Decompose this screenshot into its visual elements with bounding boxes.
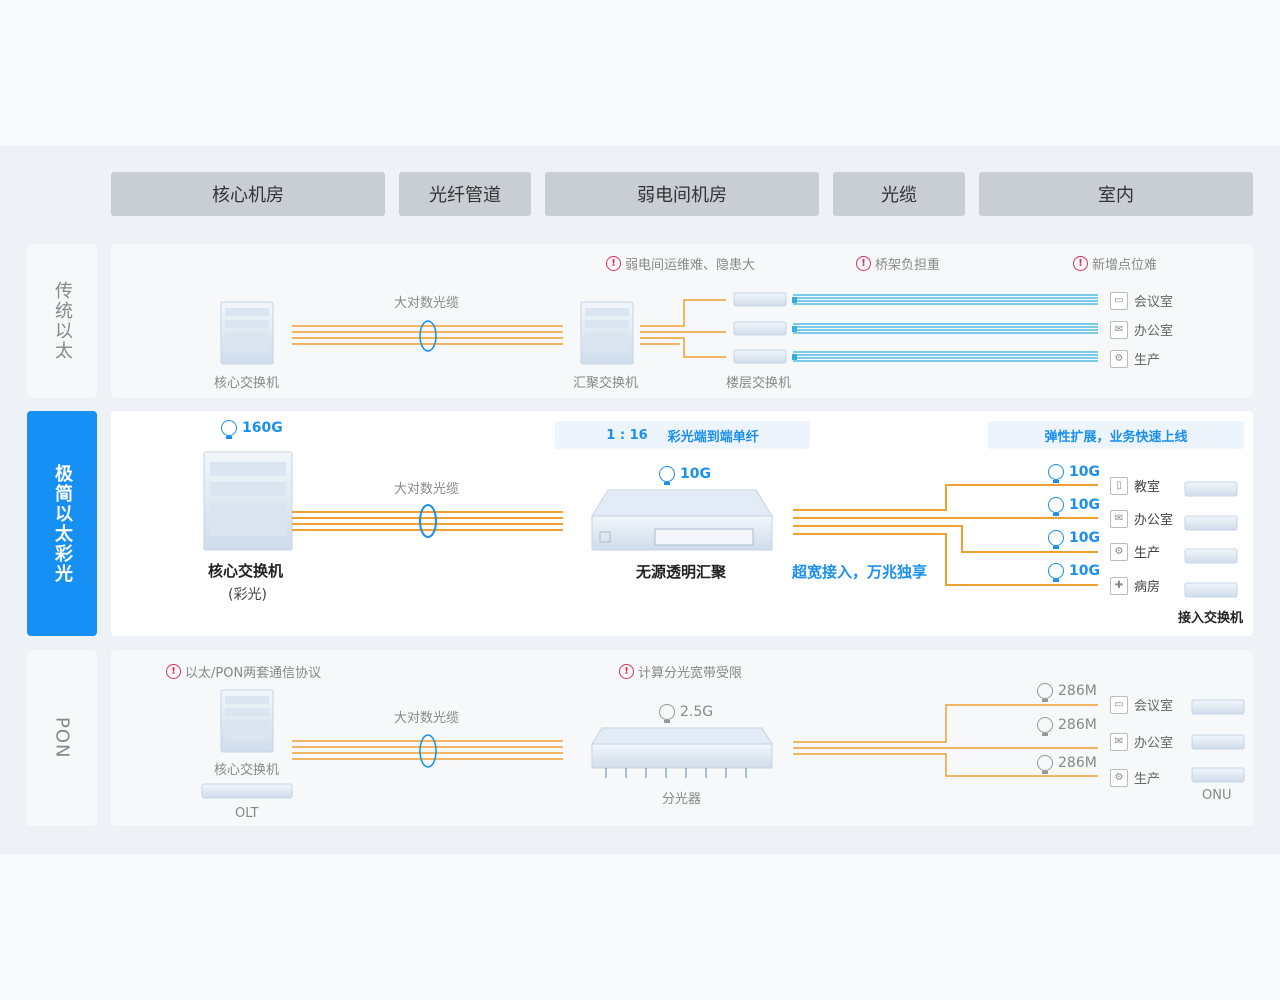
core-label-traditional: 核心交换机 [214,376,280,391]
agg-speed-badge: 10G [659,466,711,485]
fiber-bundle-simple [292,511,563,531]
office-icon: ✉ [1110,509,1128,528]
core-speed-badge: 160G [221,420,283,439]
office-icon: ✉ [1110,732,1128,751]
room-production-traditional: ⚙ 生产 [1110,349,1160,368]
header-weak-room: 弱电间机房 [545,172,819,216]
olt-device [201,783,293,799]
room-meeting-pon: ▭ 会议室 [1110,695,1173,714]
cable-ring-simple [419,504,437,538]
panel-traditional [111,244,1253,398]
port-speed-2: 10G [1048,497,1100,516]
row-label-traditional: 传统以太 [27,244,97,398]
warning-icon: ! [606,256,621,271]
fiber-fanout-pon [793,704,1098,777]
header-cable: 光缆 [833,172,965,216]
agg-switch-traditional [580,301,634,365]
room-office-traditional: ✉ 办公室 [1110,320,1173,339]
bandwidth-icon [1037,755,1053,774]
ratio-pill: 1 : 16 彩光端到端单纤 [555,421,810,449]
warning-icon: ! [166,664,181,679]
port-speed-1: 10G [1048,464,1100,483]
cable-ring-traditional [419,320,437,352]
fiber-bundle-pon [292,740,563,760]
access-switch-label: 接入交换机 [1178,611,1244,626]
meeting-room-icon: ▭ [1110,291,1128,310]
warning-icon: ! [856,256,871,271]
onu-label: ONU [1202,788,1232,803]
cable-label-pon: 大对数光缆 [394,711,460,726]
room-production-simple: ⚙ 生产 [1110,542,1160,561]
passive-aggregator [591,489,773,551]
room-office-simple: ✉ 办公室 [1110,509,1173,528]
expand-pill: 弹性扩展，业务快速上线 [988,421,1244,449]
row-label-simple: 极简以太彩光 [27,411,97,636]
header-core-room: 核心机房 [111,172,385,216]
core-label-colorlight: 核心交换机 [208,562,284,580]
splitter-device [591,727,773,778]
agg-label-traditional: 汇聚交换机 [573,376,639,391]
agg-fanout-traditional [640,299,726,358]
splitter-label: 分光器 [662,792,702,807]
onu-devices [1191,699,1245,783]
bandwidth-icon [659,704,675,723]
cable-label-simple: 大对数光缆 [394,482,460,497]
warning-weak-room: ! 弱电间运维难、隐患大 [606,254,755,273]
bandwidth-icon [221,420,237,439]
room-office-pon: ✉ 办公室 [1110,732,1173,751]
warning-bandwidth: ! 计算分光宽带受限 [619,662,742,681]
fiber-fanout-simple [793,484,1098,586]
bandwidth-icon [1048,563,1064,582]
floor-switch-label: 楼层交换机 [726,376,792,391]
core-switch-traditional [220,301,274,365]
bandwidth-icon [1037,683,1053,702]
pon-speed-2: 286M [1037,717,1097,736]
header-fiber-pipe: 光纤管道 [399,172,531,216]
warning-icon: ! [619,664,634,679]
warning-icon: ! [1073,256,1088,271]
port-speed-3: 10G [1048,530,1100,549]
header-indoor: 室内 [979,172,1253,216]
room-meeting-traditional: ▭ 会议室 [1110,291,1173,310]
row-label-pon: PON [27,650,97,826]
warning-new-point: ! 新增点位难 [1073,254,1157,273]
core-switch-colorlight [203,451,293,551]
gear-icon: ⚙ [1110,542,1128,561]
pon-speed-3: 286M [1037,755,1097,774]
hospital-icon: ✚ [1110,576,1128,595]
core-switch-pon [220,689,274,753]
bandwidth-icon [659,466,675,485]
fiber-bundle-traditional [292,325,563,345]
gear-icon: ⚙ [1110,768,1128,787]
access-switches-simple [1184,481,1238,598]
gear-icon: ⚙ [1110,349,1128,368]
port-speed-4: 10G [1048,563,1100,582]
core-label-pon: 核心交换机 [214,763,280,778]
room-classroom: ▯ 教室 [1110,476,1160,495]
slogan-text: 超宽接入，万兆独享 [792,563,928,581]
bandwidth-icon [1048,464,1064,483]
warning-two-protocols: ! 以太/PON两套通信协议 [166,662,321,681]
copper-cable-bundles [793,294,1098,362]
core-sublabel-colorlight: (彩光) [228,587,267,603]
bandwidth-icon [1037,717,1053,736]
warning-tray: ! 桥架负担重 [856,254,940,273]
room-ward: ✚ 病房 [1110,576,1160,595]
cable-label-traditional: 大对数光缆 [394,296,460,311]
olt-label: OLT [235,806,259,821]
pon-speed-1: 286M [1037,683,1097,702]
meeting-room-icon: ▭ [1110,695,1128,714]
classroom-icon: ▯ [1110,476,1128,495]
splitter-speed: 2.5G [659,704,713,723]
office-icon: ✉ [1110,320,1128,339]
cable-ring-pon [419,734,437,768]
room-production-pon: ⚙ 生产 [1110,768,1160,787]
bandwidth-icon [1048,530,1064,549]
floor-switches [733,292,797,364]
passive-agg-label: 无源透明汇聚 [636,563,727,581]
bandwidth-icon [1048,497,1064,516]
